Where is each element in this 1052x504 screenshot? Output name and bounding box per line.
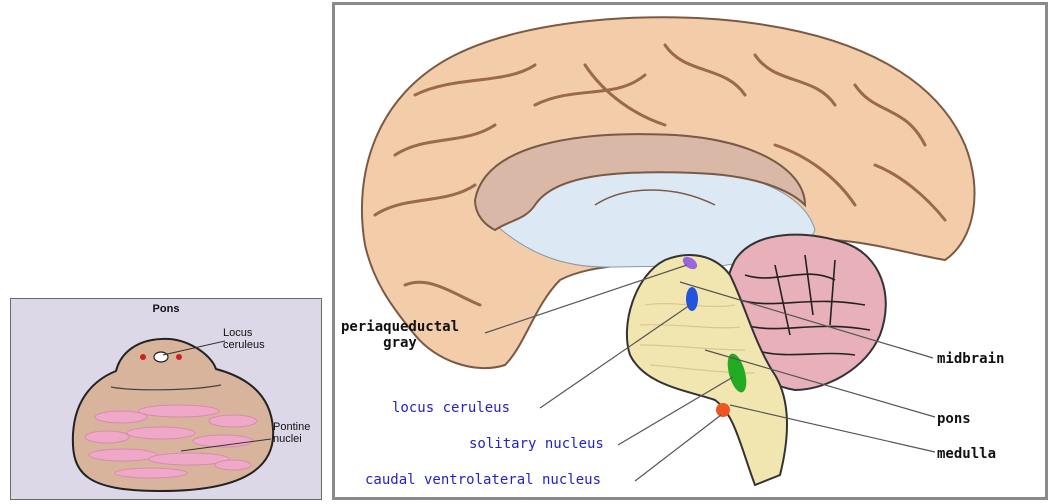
locus-ceruleus-marker-right (176, 354, 182, 360)
caudal-ventrolateral-nucleus (716, 403, 730, 417)
pons-section-panel: Pons Locus ceruleus Pontine nuclei (10, 298, 322, 500)
locus-ceruleus-nucleus (686, 287, 698, 311)
label-pons: pons (937, 411, 971, 427)
brain-sagittal-panel: periaqueductal gray locus ceruleus solit… (332, 2, 1048, 500)
label-medulla: medulla (937, 446, 996, 462)
label-caudal-ventrolateral-nucleus: caudal ventrolateral nucleus (365, 472, 601, 488)
label-locus-ceruleus: locus ceruleus (392, 400, 510, 416)
locus-ceruleus-marker-left (140, 354, 146, 360)
label-solitary-nucleus: solitary nucleus (469, 436, 604, 452)
fourth-ventricle (154, 352, 168, 362)
label-periaqueductal-gray: periaqueductal gray (341, 319, 459, 351)
label-midbrain: midbrain (937, 351, 1004, 367)
pons-title: Pons (11, 303, 321, 315)
pons-pontine-nuclei-label: Pontine nuclei (273, 421, 310, 445)
pons-locus-ceruleus-label: Locus ceruleus (223, 327, 265, 351)
pons-illustration (11, 299, 323, 501)
